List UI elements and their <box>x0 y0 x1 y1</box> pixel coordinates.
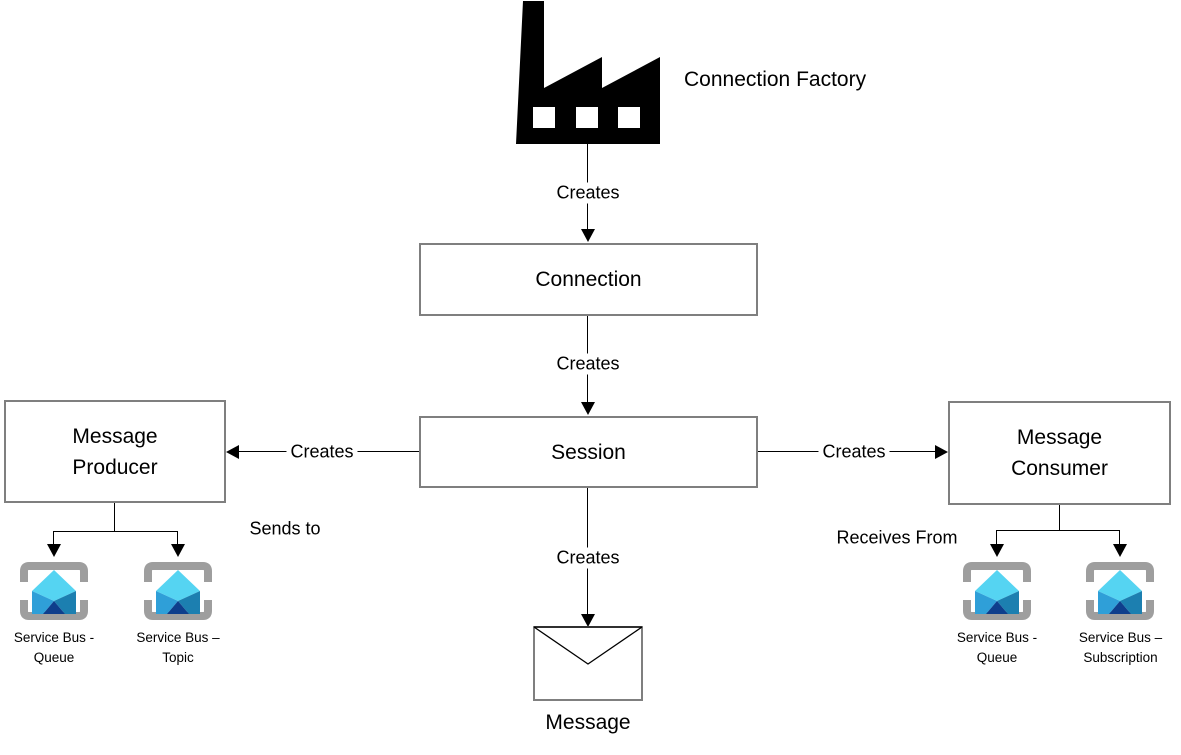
edge-label-creates: Creates <box>818 441 890 463</box>
service-bus-queue-icon <box>19 558 89 629</box>
connector-line <box>53 531 55 546</box>
message-consumer-label-line1: Message <box>1016 426 1103 449</box>
connection-label: Connection <box>535 268 642 291</box>
message-label: Message <box>545 711 631 734</box>
message-consumer-box: Message Consumer <box>948 401 1171 505</box>
session-label: Session <box>551 440 626 464</box>
service-bus-queue-icon <box>962 558 1032 629</box>
arrowhead-down-icon <box>1113 544 1127 557</box>
arrowhead-down-icon <box>581 402 595 415</box>
envelope-icon <box>533 626 643 702</box>
arrowhead-down-icon <box>581 229 595 242</box>
arrowhead-down-icon <box>581 614 595 627</box>
message-consumer-label-line2: Consumer <box>1011 457 1108 480</box>
receives-from-label: Receives From <box>836 527 958 549</box>
connector-line <box>114 503 116 532</box>
service-bus-subscription-icon <box>1085 558 1155 629</box>
service-bus-queue-label: Service Bus - Queue <box>956 630 1038 665</box>
session-box: Session <box>419 416 758 488</box>
arrowhead-down-icon <box>47 544 61 557</box>
message-producer-label-line2: Producer <box>72 455 158 479</box>
arrowhead-left-icon <box>226 445 239 459</box>
edge-label-creates: Creates <box>552 182 624 204</box>
message-producer-box: Message Producer <box>4 400 226 503</box>
sends-to-label: Sends to <box>249 518 321 540</box>
factory-icon <box>516 1 661 144</box>
connector-line <box>997 530 1120 532</box>
arrowhead-right-icon <box>935 445 948 459</box>
connector-line <box>1059 505 1061 531</box>
service-bus-queue-label: Service Bus - Queue <box>13 630 95 665</box>
connection-box: Connection <box>419 243 758 316</box>
connection-factory-label: Connection Factory <box>684 68 867 91</box>
arrowhead-down-icon <box>990 544 1004 557</box>
edge-label-creates: Creates <box>552 547 624 569</box>
service-bus-topic-icon <box>143 558 213 629</box>
edge-label-creates: Creates <box>286 441 358 463</box>
message-producer-label-line1: Message <box>72 424 158 448</box>
connector-line <box>1119 530 1121 545</box>
arrowhead-down-icon <box>171 544 185 557</box>
connector-line <box>996 530 998 545</box>
service-bus-subscription-label: Service Bus – Subscription <box>1078 630 1163 665</box>
edge-label-creates: Creates <box>552 353 624 375</box>
connector-line <box>54 531 178 533</box>
service-bus-topic-label: Service Bus – Topic <box>136 630 220 665</box>
connector-line <box>177 531 179 546</box>
